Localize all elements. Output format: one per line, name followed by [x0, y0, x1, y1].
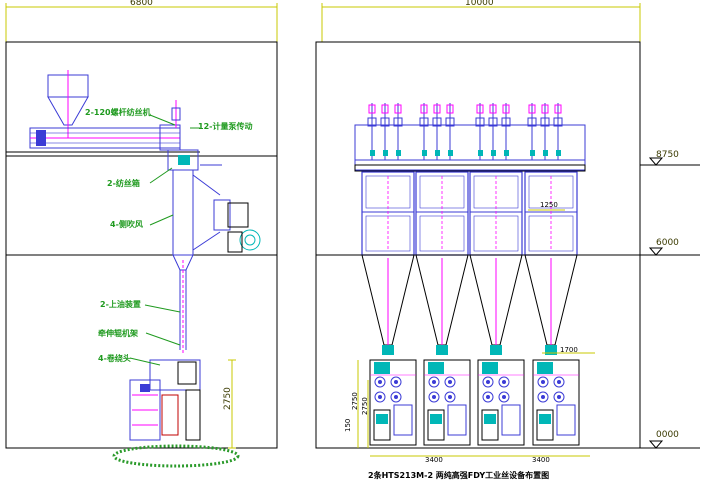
winder-unit: [369, 359, 417, 446]
winder-unit: [477, 359, 525, 446]
quench-cabinets: [361, 171, 578, 256]
winding-machine: [129, 359, 201, 441]
spinning-position: [432, 103, 442, 160]
spinning-positions: [367, 103, 563, 160]
quench-cabinet: [415, 171, 469, 256]
spinning-chimney: [361, 254, 415, 355]
drawing-title: 2条HTS213M-2 两纯高强FDY工业丝设备布置图: [368, 470, 549, 480]
ground-pad: [112, 444, 240, 468]
spinning-position: [501, 103, 511, 160]
elevation-8750: 8750: [640, 150, 700, 166]
extruder: [29, 100, 181, 151]
spinning-chimneys: [361, 254, 578, 355]
bottom-dim-2: 3400: [532, 456, 550, 464]
label-side-blower: 4-侧吹风: [110, 219, 143, 229]
spinning-position: [475, 103, 485, 160]
label-guide-frame: 牵伸辊机架: [98, 328, 138, 338]
left-dim-1: 2750: [351, 392, 359, 410]
spinning-position: [488, 103, 498, 160]
spinning-box: [167, 149, 222, 171]
elevation-6000: 6000: [640, 238, 700, 256]
spinning-position: [540, 103, 550, 160]
inner-dimension: 1250: [540, 201, 558, 209]
spinning-chimney: [524, 254, 578, 355]
right-top-dimension: 10000: [465, 0, 494, 8]
svg-text:0000: 0000: [656, 430, 679, 440]
side-blower-chamber: [172, 169, 261, 256]
left-dim-3: 150: [344, 419, 352, 432]
left-side-dimension: 2750: [223, 387, 233, 410]
spinning-position: [380, 103, 390, 160]
quench-cabinet: [469, 171, 523, 256]
left-dim-2: 2750: [361, 397, 369, 415]
label-oiling-device: 2-上油装置: [100, 299, 141, 309]
winder-unit: [532, 359, 580, 446]
winder-row: [369, 359, 580, 446]
spinning-position: [445, 103, 455, 160]
spinning-position: [527, 103, 537, 160]
left-view: 6800: [5, 0, 278, 468]
label-spinning-box: 2-纺丝箱: [107, 178, 140, 188]
spinning-channel: [172, 254, 194, 355]
spinning-position: [393, 103, 403, 160]
quench-cabinet: [361, 171, 415, 256]
label-winding-head: 4-卷绕头: [98, 353, 131, 363]
spinning-chimney: [469, 254, 523, 355]
bottom-dim-1: 3400: [425, 456, 443, 464]
hopper: [47, 70, 89, 138]
svg-text:8750: 8750: [656, 150, 679, 160]
elevation-0000: 0000: [640, 430, 700, 449]
winder-unit: [423, 359, 471, 446]
svg-text:6000: 6000: [656, 238, 679, 248]
spinning-platform: [354, 124, 586, 171]
label-metering-pump: 12-计量泵传动: [198, 121, 252, 131]
right-view: 10000 8750 6000 0000 1250: [315, 0, 700, 464]
right-dimension: 1700: [560, 346, 578, 354]
spinning-position: [553, 103, 563, 160]
spinning-position: [419, 103, 429, 160]
spinning-position: [367, 103, 377, 160]
left-top-dimension: 6800: [130, 0, 153, 8]
right-building-frame: [315, 41, 641, 449]
spinning-chimney: [415, 254, 469, 355]
quench-cabinet: [524, 171, 578, 256]
label-spinning-machine: 2-120螺杆纺丝机: [85, 107, 151, 117]
